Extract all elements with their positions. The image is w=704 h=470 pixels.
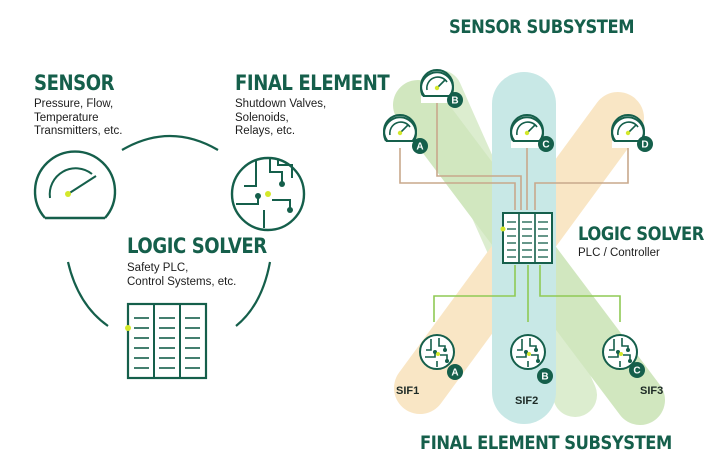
final-element-desc-line: Solenoids,	[235, 111, 289, 124]
logic-solver-desc-line: Control Systems, etc.	[127, 275, 237, 288]
sensor-badge-d: D	[641, 140, 648, 151]
sensor-description: Pressure, Flow, Temperature Transmitters…	[34, 98, 122, 139]
sensor-subsystem-title: SENSOR SUBSYSTEM	[449, 16, 635, 38]
sif-label-1: SIF1	[396, 385, 420, 397]
sif-label-3: SIF3	[640, 385, 664, 397]
sensor-wires	[399, 100, 629, 210]
sensor-badge-b: B	[451, 96, 458, 107]
badge-icon: D	[637, 136, 653, 152]
sif-label-2: SIF2	[515, 395, 539, 407]
sensor-title: SENSOR	[34, 71, 115, 95]
plc-rack-icon	[125, 302, 208, 380]
sensor-desc-line: Transmitters, etc.	[34, 125, 123, 137]
output-wires	[433, 265, 621, 322]
final-element-subsystem-title: FINAL ELEMENT SUBSYSTEM	[420, 432, 672, 454]
logic-solver-description: Safety PLC, Control Systems, etc.	[127, 262, 236, 289]
final-element-desc-line: Shutdown Valves,	[235, 98, 327, 110]
arc-final-logic	[235, 261, 272, 327]
circuit-icon	[510, 334, 546, 370]
plc-rack-icon	[500, 212, 553, 264]
logic-solver-right-subtitle: PLC / Controller	[578, 247, 660, 259]
badge-icon: A	[447, 364, 463, 380]
circuit-icon	[230, 156, 306, 232]
arc-sensor-logic	[66, 261, 109, 327]
sensor-badge-a: A	[416, 142, 423, 153]
logic-solver-right-title: LOGIC SOLVER	[578, 223, 704, 245]
gauge-icon	[33, 150, 117, 220]
final-badge-a: A	[451, 368, 458, 379]
badge-icon: B	[537, 368, 553, 384]
final-badge-b: B	[541, 372, 548, 383]
final-element-title: FINAL ELEMENT	[235, 71, 390, 95]
sensor-badge-c: C	[542, 140, 549, 151]
badge-icon: C	[629, 362, 645, 378]
badge-icon: B	[447, 92, 463, 108]
gauge-icon	[384, 115, 416, 147]
badge-icon: A	[412, 138, 428, 154]
sensor-desc-line: Temperature	[34, 111, 99, 124]
logic-solver-title: LOGIC SOLVER	[127, 234, 267, 258]
arc-sensor-final	[121, 135, 219, 151]
sensor-desc-line: Pressure, Flow,	[34, 98, 114, 110]
gauge-icon	[511, 115, 543, 147]
left-loop	[66, 135, 272, 327]
final-element-desc-line: Relays, etc.	[235, 125, 296, 137]
badge-icon: C	[538, 136, 554, 152]
logic-solver-desc-line: Safety PLC,	[127, 262, 189, 274]
final-element-description: Shutdown Valves, Solenoids, Relays, etc.	[235, 98, 326, 139]
final-badge-c: C	[633, 366, 640, 377]
circuit-icon	[419, 334, 455, 370]
